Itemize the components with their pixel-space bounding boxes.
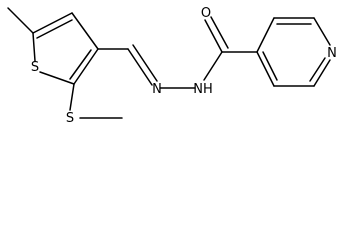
bond-ch-n-double [132, 44, 158, 82]
bond-py-c4-c3 [256, 17, 275, 53]
atom-imine-n: N [152, 82, 162, 97]
bond-s1-c5 [32, 32, 36, 62]
atom-pyridine-n: N [327, 46, 337, 61]
bond-c4-c3 [71, 12, 99, 50]
bond-py-n1-c6-double [309, 57, 326, 82]
bond-ch-n [127, 48, 153, 86]
atom-carbonyl-o: O [201, 6, 211, 21]
bond-c5-c4 [32, 12, 73, 34]
bond-c3-c2 [73, 48, 99, 85]
atom-hydrazide-nh: NH [193, 82, 213, 97]
atom-thioether-s: S [66, 111, 74, 126]
bond-py-c5-c4 [256, 51, 275, 87]
bond-c3-c2-double [69, 49, 92, 80]
bond-py-c2-n1 [313, 17, 331, 46]
bonds [7, 7, 331, 119]
bond-py-n1-c6 [313, 59, 331, 87]
bond-carbonyl-o-double [210, 16, 229, 49]
bond-nh-carbonyl [203, 51, 223, 81]
bond-c2-thioether-s [69, 83, 75, 111]
bond-c5-c4-double [36, 19, 73, 39]
bond-c2-s1 [39, 71, 75, 85]
bond-methyl-c5 [7, 7, 34, 34]
bond-carbonyl-o [204, 19, 223, 53]
bond-py-c5-c4-double [262, 51, 278, 81]
atom-thiophene-s: S [31, 60, 39, 75]
atom-labels: S S N NH O N [31, 6, 337, 126]
chemical-structure: S S N NH O N [7, 6, 337, 126]
